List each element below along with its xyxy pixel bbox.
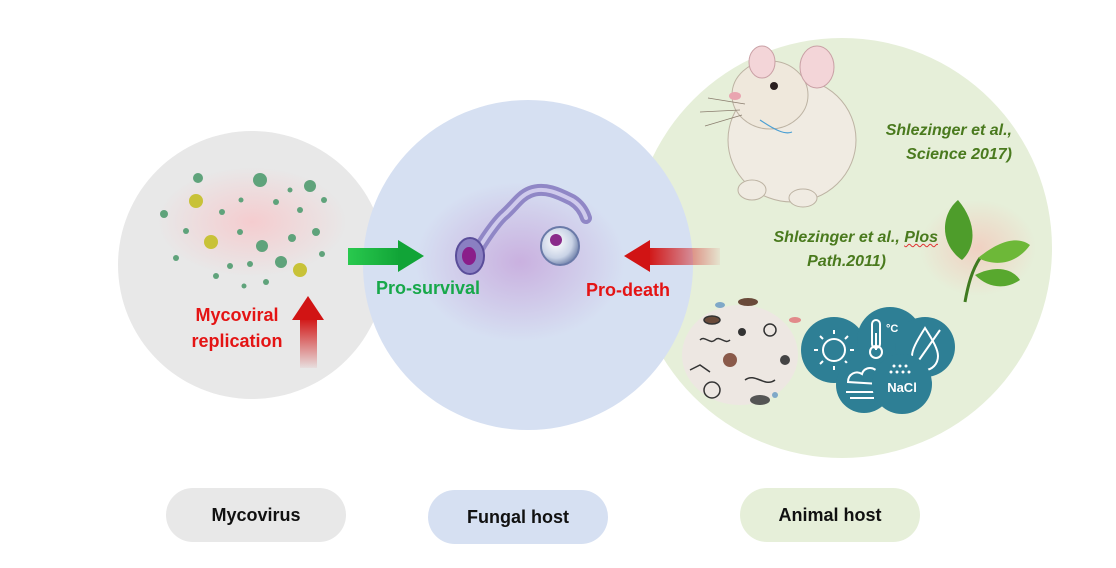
temperature-unit: °C xyxy=(886,323,898,335)
abiotic-stress-icons xyxy=(801,307,955,414)
fungal-glow xyxy=(415,182,625,342)
mycovirus-pill: Mycovirus xyxy=(166,488,346,542)
salt-icon xyxy=(872,354,932,414)
citation-science-2017: Shlezinger et al., Science 2017) xyxy=(840,119,1012,167)
virus-particles xyxy=(160,173,327,289)
microbe-community xyxy=(682,298,801,405)
pro-survival-label: Pro-survival xyxy=(376,278,481,298)
citation2-line2: Path.2011) xyxy=(807,253,886,270)
mycovirus-pill-label: Mycovirus xyxy=(211,504,301,525)
mycoviral-label-line1: Mycoviral xyxy=(195,305,279,325)
citation-plos-path-2011: Shlezinger et al., Plos Path.2011) xyxy=(720,226,939,274)
citation2-line1: Shlezinger et al., Plos xyxy=(720,226,939,250)
fungal-host-pill: Fungal host xyxy=(428,490,608,544)
pro-death-label: Pro-death xyxy=(586,280,671,300)
animal-host-pill-label: Animal host xyxy=(778,504,882,525)
mycoviral-replication-label: Mycoviral replication xyxy=(176,302,298,354)
leaf-illustration xyxy=(920,200,1036,303)
citation1-line1: Shlezinger et al., xyxy=(885,122,1012,139)
citation1-line2: Science 2017) xyxy=(906,146,1012,163)
pro-survival-arrow xyxy=(348,240,424,272)
mycoviral-up-arrow xyxy=(292,296,324,368)
mycoviral-label-line2: replication xyxy=(191,331,283,351)
animal-host-pill: Animal host xyxy=(740,488,920,542)
salt-label: NaCl xyxy=(887,380,917,395)
citation2-authors: Shlezinger et al., xyxy=(773,229,905,246)
mouse-illustration xyxy=(699,45,857,208)
dormant-spore xyxy=(540,226,580,266)
citation2-journal: Plos xyxy=(904,229,938,246)
virus-glow xyxy=(157,167,347,277)
fungal-host-pill-label: Fungal host xyxy=(467,506,569,527)
pro-death-arrow xyxy=(624,240,720,272)
